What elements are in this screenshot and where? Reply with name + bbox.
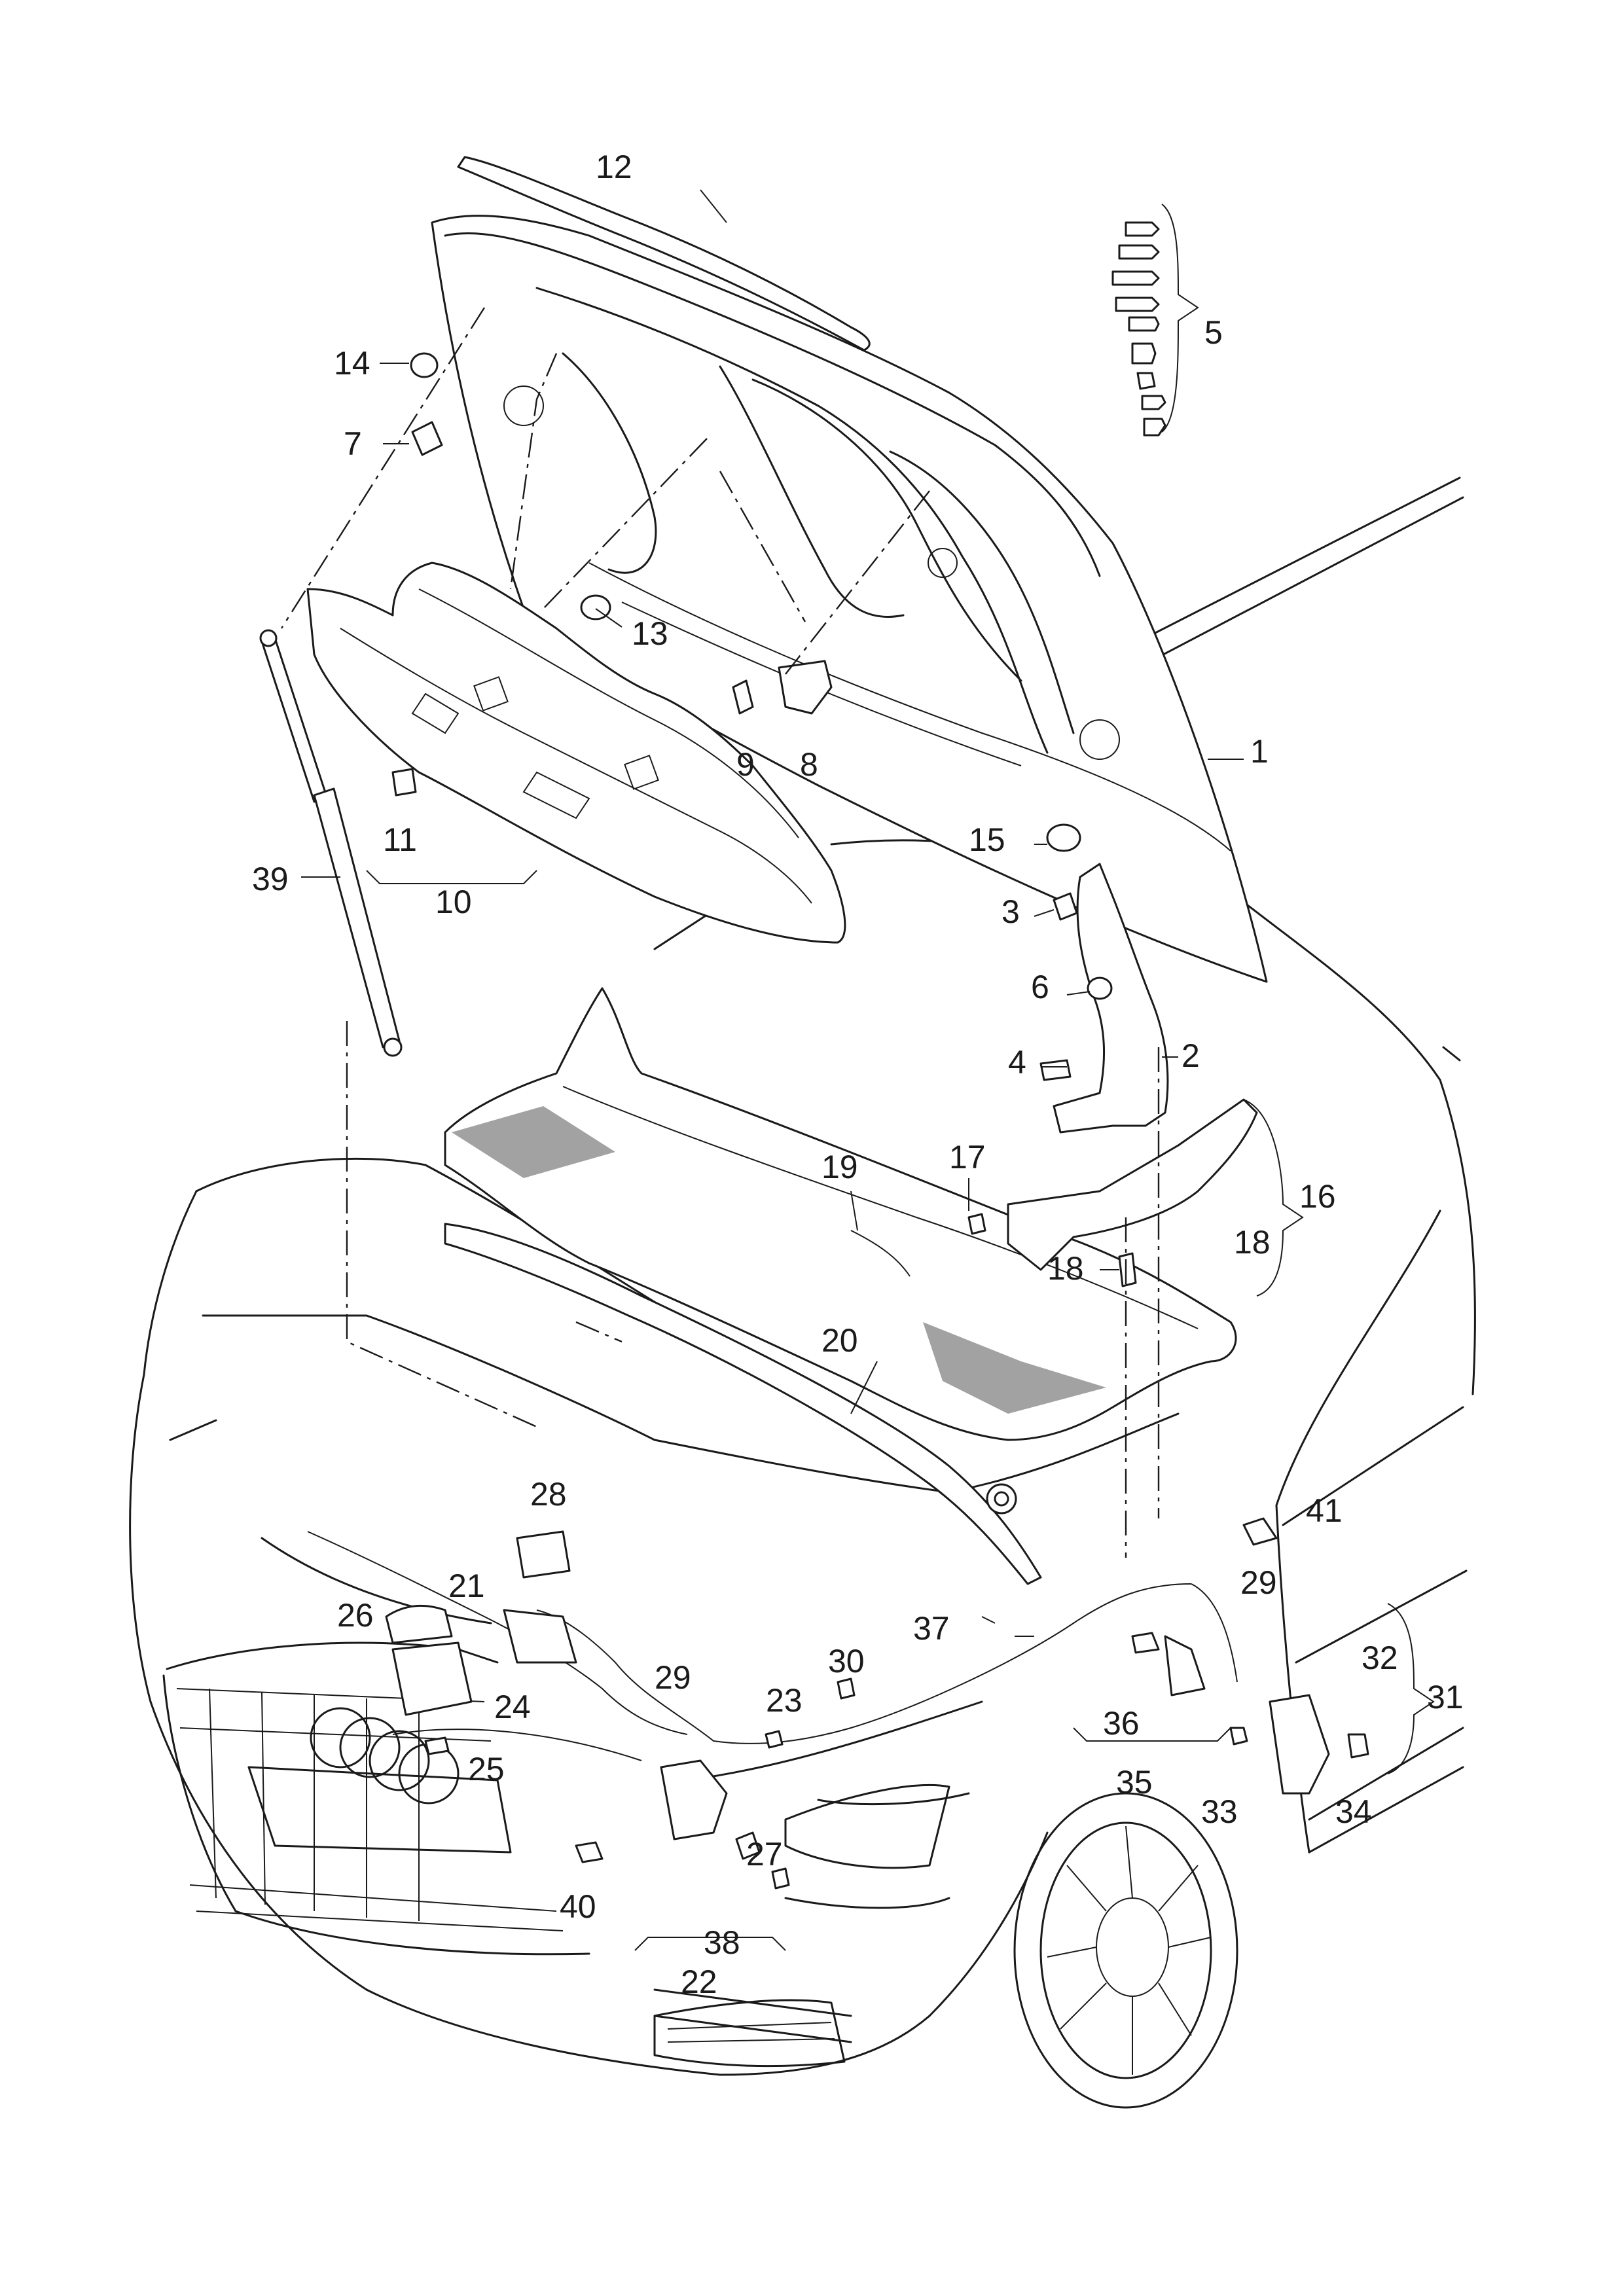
callout-labels: 1 2 3 4 5 6 7 8 9 10 11 12 13 14 15 16 1…	[252, 149, 1464, 2000]
screw-set	[1111, 221, 1166, 437]
callout-31: 31	[1427, 1679, 1464, 1715]
leader-lines	[301, 189, 1435, 1951]
callout-9: 9	[736, 746, 755, 783]
hood-seal-strip	[457, 156, 871, 351]
callout-17: 17	[949, 1139, 986, 1175]
hood-hinge	[1007, 863, 1258, 1271]
callout-3: 3	[1001, 893, 1020, 930]
callout-8: 8	[800, 746, 818, 783]
small-fasteners	[391, 352, 1137, 1287]
callout-1: 1	[1250, 733, 1269, 770]
callout-29b: 29	[1240, 1564, 1277, 1601]
callout-12: 12	[596, 149, 632, 185]
callout-30: 30	[828, 1643, 865, 1679]
callout-34: 34	[1335, 1793, 1372, 1830]
callout-39: 39	[252, 861, 289, 897]
callout-14: 14	[334, 345, 370, 382]
callout-33: 33	[1201, 1793, 1238, 1830]
gas-strut	[259, 629, 403, 1057]
callout-38: 38	[704, 1924, 740, 1961]
callout-28: 28	[530, 1476, 567, 1513]
callout-21: 21	[448, 1568, 485, 1604]
callout-2: 2	[1182, 1037, 1200, 1074]
callout-7: 7	[344, 425, 362, 462]
callout-15: 15	[969, 821, 1005, 858]
callout-16: 16	[1299, 1178, 1336, 1215]
callout-24: 24	[494, 1689, 531, 1725]
callout-41: 41	[1306, 1492, 1343, 1529]
callout-32: 32	[1362, 1640, 1398, 1676]
callout-18b: 18	[1234, 1224, 1271, 1261]
callout-40: 40	[560, 1888, 596, 1925]
cowl-panel	[444, 987, 1237, 1441]
callout-5: 5	[1204, 314, 1223, 351]
callout-36: 36	[1103, 1705, 1140, 1742]
callout-18a: 18	[1047, 1250, 1084, 1287]
callout-27: 27	[746, 1836, 783, 1873]
callout-23: 23	[766, 1682, 803, 1719]
callout-10: 10	[435, 884, 472, 920]
assembly-lines	[280, 307, 1160, 1558]
callout-25: 25	[468, 1751, 505, 1787]
callout-20: 20	[821, 1322, 858, 1359]
hood-insulation-mat	[306, 562, 846, 944]
callout-22: 22	[681, 1964, 717, 2000]
callout-4: 4	[1008, 1044, 1026, 1081]
callout-29a: 29	[655, 1659, 691, 1696]
callout-6: 6	[1031, 969, 1049, 1005]
callout-37: 37	[913, 1610, 950, 1647]
cowl-seal	[444, 1223, 1042, 1585]
lock-and-cables	[307, 1483, 1369, 1890]
callout-11: 11	[383, 821, 417, 858]
callout-26: 26	[337, 1597, 374, 1634]
callout-19: 19	[821, 1149, 858, 1185]
callout-35: 35	[1116, 1764, 1153, 1801]
callout-13: 13	[632, 615, 668, 652]
